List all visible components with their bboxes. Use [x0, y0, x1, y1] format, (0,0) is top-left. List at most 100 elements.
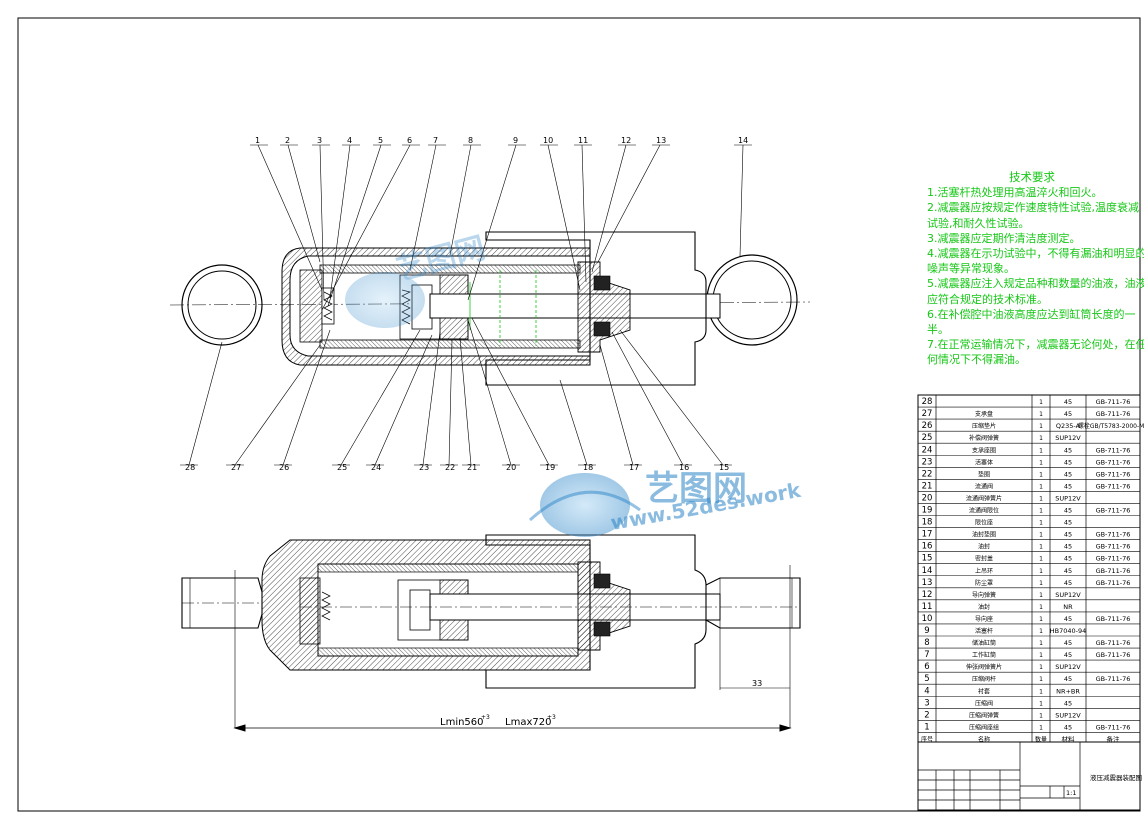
technical-requirements: 技术要求 1.活塞杆热处理用高温淬火和回火。 2.减震器应按规定作速度特性试验,… — [927, 170, 1144, 368]
bom-cell-remark: GB-711-76 — [1096, 723, 1131, 731]
bom-cell-no: 21 — [922, 481, 933, 491]
bom-cell-remark: GB-711-76 — [1096, 410, 1131, 418]
bom-cell-material: 45 — [1064, 482, 1072, 490]
bom-cell-qty: 1 — [1039, 508, 1043, 515]
bom-cell-name: 压缩垫片 — [972, 422, 996, 430]
bom-cell-no: 22 — [922, 469, 933, 479]
bom-cell-qty: 1 — [1039, 700, 1043, 707]
bom-cell-qty: 1 — [1039, 471, 1043, 478]
bom-cell-name: 压缩阀杆 — [972, 675, 996, 683]
bom-cell-qty: 1 — [1039, 568, 1043, 575]
balloon-5: 5 — [378, 136, 383, 145]
bom-cell-material: 45 — [1064, 410, 1072, 418]
bom-cell-qty: 1 — [1039, 676, 1043, 683]
bom-cell-name: 流通阀限位 — [969, 507, 999, 515]
bom-cell-qty: 1 — [1039, 724, 1043, 731]
bom-cell-material: 45 — [1064, 519, 1072, 527]
bom-cell-no: 13 — [922, 578, 933, 588]
bom-cell-no: 26 — [922, 421, 933, 431]
bom-cell-no: 25 — [922, 433, 933, 443]
bom-cell-remark: 螺栓GB/T5783-2000-M8 — [1078, 422, 1144, 430]
bom-cell-name: 导向座 — [975, 615, 993, 623]
bom-cell-name: 流通阀 — [975, 482, 993, 490]
note-item: 7.在正常运输情况下，减震器无论何处，在任何情况下不得漏油。 — [927, 338, 1144, 367]
bom-cell-remark: GB-711-76 — [1096, 615, 1131, 623]
notes-title: 技术要求 — [1009, 170, 1055, 184]
bom-cell-material: SUP12V — [1055, 591, 1081, 599]
bom-cell-material: 45 — [1064, 639, 1072, 647]
bom-cell-material: SUP12V — [1055, 663, 1081, 671]
bom-cell-remark: GB-711-76 — [1096, 675, 1131, 683]
bom-cell-qty: 1 — [1039, 616, 1043, 623]
dim-lmin: Lmin560 — [440, 717, 484, 728]
bom-cell-qty: 1 — [1039, 423, 1043, 430]
bom-cell-material: 45 — [1064, 579, 1072, 587]
bom-cell-material: 45 — [1064, 555, 1072, 563]
balloon-17: 17 — [629, 463, 639, 472]
bom-cell-name: 限位座 — [975, 519, 993, 527]
title-part-name: 液压减震器装配图 — [1090, 773, 1142, 782]
bom-cell-material: SUP12V — [1055, 434, 1081, 442]
bom-cell-material: 45 — [1064, 470, 1072, 478]
bom-cell-no: 8 — [924, 638, 929, 648]
bom-cell-no: 1 — [924, 722, 929, 732]
bom-cell-remark: GB-711-76 — [1096, 470, 1131, 478]
balloon-9: 9 — [513, 136, 518, 145]
note-item: 4.减震器在示功试验中，不得有漏油和明显的噪声等异常现象。 — [927, 247, 1144, 276]
bom-cell-remark: GB-711-76 — [1096, 639, 1131, 647]
dim-lmax-tol: +3 — [547, 714, 556, 721]
bom-cell-no: 5 — [924, 674, 929, 684]
bom-cell-material: NR — [1063, 603, 1073, 611]
balloon-24: 24 — [371, 463, 381, 472]
balloon-18: 18 — [583, 463, 593, 472]
bom-cell-name: 支承座圈 — [972, 446, 996, 454]
bom-cell-no: 28 — [922, 397, 933, 407]
bom-cell-qty: 1 — [1039, 640, 1043, 647]
bom-cell-no: 4 — [924, 686, 929, 696]
bom-cell-no: 23 — [922, 457, 933, 467]
bom-cell-material: 45 — [1064, 531, 1072, 539]
bom-cell-name: 导向弹簧 — [972, 591, 996, 599]
bom-cell-remark: GB-711-76 — [1096, 446, 1131, 454]
balloon-15: 15 — [719, 463, 729, 472]
bom-cell-name: 衬套 — [978, 687, 990, 695]
top-section-view — [169, 231, 811, 386]
bom-cell-no: 15 — [922, 554, 933, 564]
bom-cell-no: 17 — [922, 530, 933, 540]
bom-cell-qty: 1 — [1039, 556, 1043, 563]
bom-cell-qty: 1 — [1039, 712, 1043, 719]
watermark-center: 艺图网 www.52des.work — [528, 469, 803, 537]
bom-cell-qty: 1 — [1039, 580, 1043, 587]
balloon-2: 2 — [285, 136, 290, 145]
balloon-25: 25 — [337, 463, 347, 472]
bom-cell-remark: GB-711-76 — [1096, 507, 1131, 515]
bom-header-name: 名称 — [978, 735, 990, 743]
bom-cell-name: 活塞体 — [975, 458, 993, 466]
bom-cell-remark: GB-711-76 — [1096, 651, 1131, 659]
bom-cell-name: 密封盖 — [975, 555, 993, 563]
bom-cell-no: 6 — [924, 662, 929, 672]
bom-cell-remark: GB-711-76 — [1096, 567, 1131, 575]
title-scale: 1:1 — [1066, 789, 1076, 797]
balloon-3: 3 — [317, 136, 322, 145]
bom-cell-qty: 1 — [1039, 592, 1043, 599]
bom-cell-qty: 1 — [1039, 447, 1043, 454]
bom-cell-material: HB7040-94 — [1050, 627, 1087, 635]
bom-cell-qty: 1 — [1039, 411, 1043, 418]
bom-cell-name: 储油缸筒 — [972, 639, 996, 647]
bom-cell-qty: 1 — [1039, 544, 1043, 551]
bom-cell-material: NR+BR — [1056, 687, 1080, 695]
balloon-1: 1 — [255, 136, 260, 145]
bom-cell-remark: GB-711-76 — [1096, 531, 1131, 539]
dim-width: 33 — [752, 679, 762, 688]
bom-header-qty: 数量 — [1035, 735, 1047, 743]
bom-cell-qty: 1 — [1039, 459, 1043, 466]
bom-cell-no: 9 — [924, 626, 929, 636]
bom-cell-no: 27 — [922, 409, 933, 419]
bom-cell-name: 防尘罩 — [975, 579, 993, 587]
bom-cell-name: 油封垫圈 — [972, 531, 996, 539]
dim-lmin-tol: +3 — [481, 714, 490, 721]
watermark-brand: 艺图网 — [645, 469, 747, 509]
bom-cell-material: 45 — [1064, 446, 1072, 454]
bom-cell-material: SUP12V — [1055, 494, 1081, 502]
